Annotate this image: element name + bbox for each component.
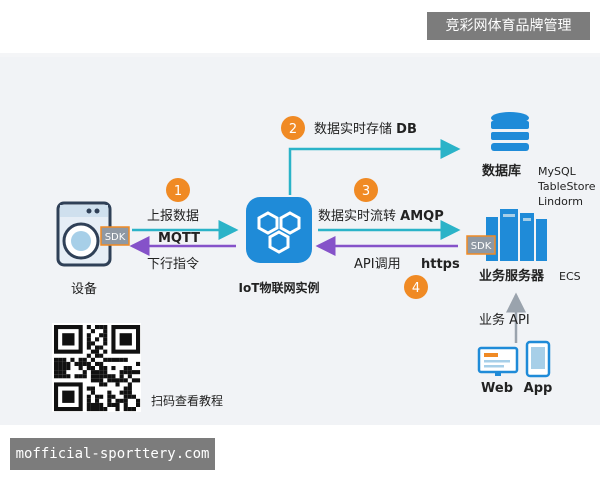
storage-arrow xyxy=(288,139,461,195)
washing-machine-icon xyxy=(56,201,112,267)
qr-caption: 扫码查看教程 xyxy=(151,393,223,408)
step-4-badge xyxy=(404,275,428,299)
brand-badge[interactable]: 竞彩网体育品牌管理 xyxy=(427,12,590,40)
device-label: 设备 xyxy=(71,281,97,297)
qr-code xyxy=(52,323,141,412)
step-1-number: 1 xyxy=(174,184,182,199)
server-sdk-label: SDK xyxy=(471,241,492,252)
db-type-mysql: MySQL xyxy=(538,165,577,178)
app-label: App xyxy=(524,381,553,396)
footer-domain-link[interactable]: mofficial-sporttery.com xyxy=(10,438,215,470)
step-1-label: 上报数据 xyxy=(147,209,199,224)
server-ecs-label: ECS xyxy=(559,270,581,283)
device-sdk-badge: SDK xyxy=(100,226,130,246)
database-icon xyxy=(491,112,529,151)
step-3-number: 3 xyxy=(362,184,370,199)
business-api-label: 业务 API xyxy=(479,312,530,328)
step-1-protocol: MQTT xyxy=(158,231,200,246)
server-sdk-badge: SDK xyxy=(466,235,496,255)
step-2-number: 2 xyxy=(289,122,297,137)
step-1-badge xyxy=(166,178,190,202)
step-3-label: 数据实时流转 AMQP xyxy=(318,209,444,224)
iot-hub-icon xyxy=(246,197,312,263)
server-label: 业务服务器 xyxy=(479,268,545,284)
step-4-number: 4 xyxy=(412,281,420,296)
db-type-tablestore: TableStore xyxy=(537,180,596,193)
mobile-app-icon xyxy=(525,340,551,378)
step-3-badge xyxy=(354,178,378,202)
step-4-protocol: https xyxy=(421,257,460,272)
db-type-lindorm: Lindorm xyxy=(538,195,583,208)
downlink-label: 下行指令 xyxy=(147,257,199,272)
device-sdk-label: SDK xyxy=(105,232,126,243)
database-label: 数据库 xyxy=(482,163,521,179)
web-monitor-icon xyxy=(477,346,519,376)
step-2-badge xyxy=(281,116,305,140)
step-4-label: API调用 xyxy=(354,257,401,272)
iot-instance-label: IoT物联网实例 xyxy=(239,280,320,295)
web-label: Web xyxy=(481,381,513,396)
step-2-label: 数据实时存储 DB xyxy=(314,122,417,137)
